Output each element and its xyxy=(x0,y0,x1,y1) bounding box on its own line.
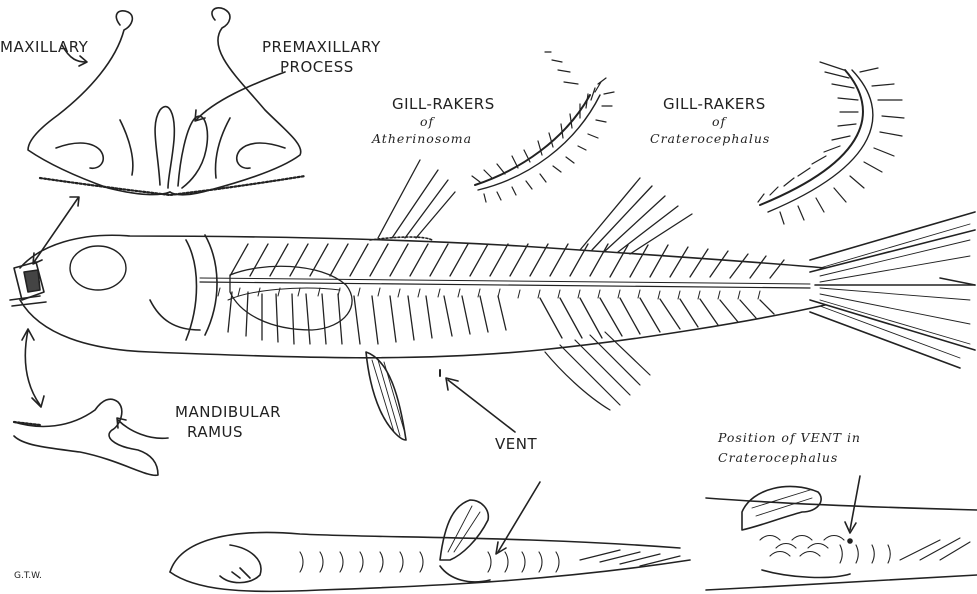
vent-pointer xyxy=(446,378,515,432)
ventral-view-fish xyxy=(170,482,690,591)
maxillary-label: MAXILLARY xyxy=(0,40,88,55)
vent-label: VENT xyxy=(495,437,537,452)
upper-jaw-diagram xyxy=(28,8,305,195)
premaxillary-label-line1: PREMAXILLARY xyxy=(262,40,381,55)
mandibular-ramus xyxy=(14,399,168,475)
gill-rakers-atherinosoma-genus: Atherinosoma xyxy=(372,133,472,146)
mandibular-label-line2: RAMUS xyxy=(187,425,243,440)
vent-position-label-line2: Craterocephalus xyxy=(718,452,838,465)
premax-pointer xyxy=(195,72,285,121)
gill-rakers-craterocephalus xyxy=(758,62,904,224)
fish-skeleton xyxy=(10,160,975,440)
vent-inset-craterocephalus xyxy=(706,476,977,590)
vent-position-label-line1: Position of VENT in xyxy=(718,432,861,445)
artist-signature: G.T.W. xyxy=(14,572,42,581)
gill-rakers-craterocephalus-genus: Craterocephalus xyxy=(650,133,770,146)
gill-rakers-craterocephalus-title: GILL-RAKERS xyxy=(663,97,766,112)
upper-jaw-double-arrow xyxy=(33,197,79,264)
gill-rakers-craterocephalus-of: of xyxy=(712,116,726,129)
gill-rakers-atherinosoma-title: GILL-RAKERS xyxy=(392,97,495,112)
lower-jaw-double-arrow xyxy=(22,329,44,407)
premaxillary-label-line2: PROCESS xyxy=(280,60,354,75)
mandibular-label-line1: MANDIBULAR xyxy=(175,405,281,420)
gill-rakers-atherinosoma-of: of xyxy=(420,116,434,129)
gill-rakers-atherinosoma xyxy=(472,52,614,202)
